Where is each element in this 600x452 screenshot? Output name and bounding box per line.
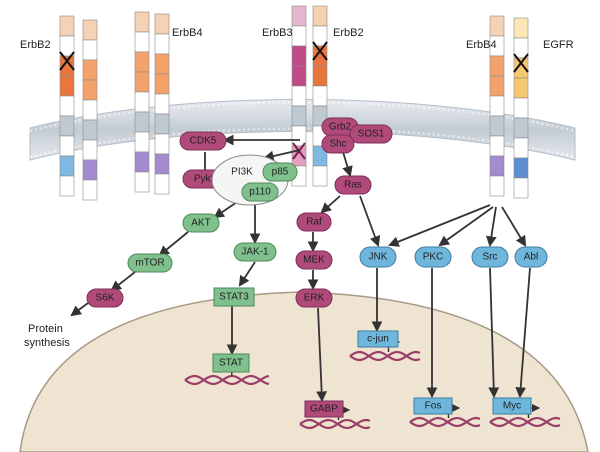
label-egfr-right: EGFR xyxy=(543,39,574,51)
node-jak1: JAK-1 xyxy=(233,242,277,262)
node-s6k: S6K xyxy=(86,288,124,308)
p110-label: p110 xyxy=(249,187,271,198)
arrow-erk-gabp xyxy=(316,307,328,403)
svg-text:STAT3: STAT3 xyxy=(219,292,249,303)
svg-text:Pyk2: Pyk2 xyxy=(194,174,217,185)
label-erbb4-right: ErbB4 xyxy=(466,39,497,51)
svg-text:Raf: Raf xyxy=(306,217,322,228)
svg-text:Src: Src xyxy=(483,252,498,263)
svg-text:GABP: GABP xyxy=(310,404,338,415)
node-src: Src xyxy=(471,246,509,268)
protein-synthesis-line2: synthesis xyxy=(24,337,70,349)
label-erbb3-center: ErbB3 xyxy=(262,27,293,39)
arrows-group xyxy=(70,134,531,403)
arrow-src-myc xyxy=(488,267,500,399)
arrow-to-pi3k xyxy=(262,149,301,162)
svg-text:c-jun: c-jun xyxy=(367,334,389,345)
node-jnk: JNK xyxy=(359,246,397,268)
label-erbb2-left: ErbB2 xyxy=(20,39,51,51)
svg-text:Fos: Fos xyxy=(425,401,442,412)
arrow-shc-ras xyxy=(342,151,353,178)
node-akt: AKT xyxy=(182,213,220,233)
node-ras: Ras xyxy=(334,175,372,195)
node-myc: Myc xyxy=(492,397,532,415)
svg-text:Myc: Myc xyxy=(503,401,521,412)
arrow-receptor-pkc xyxy=(438,206,494,247)
svg-text:Abl: Abl xyxy=(524,252,538,263)
node-pkc: PKC xyxy=(414,246,452,268)
receptor-egfr xyxy=(513,17,529,199)
node-gabp: GABP xyxy=(304,400,344,418)
arrow-receptor-src xyxy=(486,206,497,248)
p85-label: p85 xyxy=(272,167,289,178)
receptor-erbb2-left xyxy=(59,15,75,197)
svg-text:MEK: MEK xyxy=(303,255,325,266)
label-erbb2-center: ErbB2 xyxy=(333,27,364,39)
svg-text:ERK: ERK xyxy=(304,293,325,304)
receptor-erbb4-right xyxy=(489,15,505,197)
node-stat3: STAT3 xyxy=(213,287,255,307)
svg-text:SOS1: SOS1 xyxy=(358,129,385,140)
receptor-erbb4-left-b xyxy=(154,13,170,195)
arrow-ras-jnk xyxy=(359,195,381,248)
svg-text:Grb2: Grb2 xyxy=(329,122,352,133)
nucleus xyxy=(19,291,589,452)
node-cdk5: CDK5 xyxy=(179,131,227,151)
node-cjun: c-jun xyxy=(357,330,399,348)
svg-text:AKT: AKT xyxy=(191,218,210,229)
node-mtor: mTOR xyxy=(127,253,173,273)
node-stat: STAT xyxy=(212,353,250,373)
arrow-abl-myc xyxy=(515,267,531,399)
arrow-receptor-abl xyxy=(501,206,527,247)
node-sos1: SOS1 xyxy=(349,124,393,144)
node-mek: MEK xyxy=(295,250,333,270)
svg-text:JAK-1: JAK-1 xyxy=(241,247,269,258)
pi3k-complex: PI3K p85 p110 xyxy=(211,154,298,206)
receptor-erbb2-left-b xyxy=(82,19,98,201)
node-raf: Raf xyxy=(296,212,332,232)
svg-text:CDK5: CDK5 xyxy=(190,136,217,147)
node-fos: Fos xyxy=(413,397,453,415)
receptor-erbb2-center xyxy=(312,5,328,187)
protein-synthesis-line1: Protein xyxy=(28,323,63,335)
dna-group xyxy=(184,337,561,430)
pi3k-label: PI3K xyxy=(231,167,253,178)
receptor-erbb3 xyxy=(291,5,307,187)
arrow-jak1-stat3 xyxy=(238,261,256,287)
svg-text:Ras: Ras xyxy=(344,180,362,191)
arrow-mtor-s6k xyxy=(110,271,136,292)
svg-text:Shc: Shc xyxy=(329,139,346,150)
node-shc: Shc xyxy=(321,134,355,154)
svg-text:JNK: JNK xyxy=(369,252,388,263)
arrow-receptor-jnk xyxy=(387,204,491,247)
label-erbb4-left: ErbB4 xyxy=(172,27,203,39)
node-abl: Abl xyxy=(514,246,548,268)
arrow-ras-raf xyxy=(320,195,341,214)
node-erk: ERK xyxy=(295,288,333,308)
arrow-s6k-protein xyxy=(70,302,89,317)
svg-text:mTOR: mTOR xyxy=(135,258,164,269)
svg-text:STAT: STAT xyxy=(219,358,243,369)
receptor-erbb4-left xyxy=(134,11,150,193)
arrow-akt-mtor xyxy=(158,231,189,257)
svg-text:PKC: PKC xyxy=(423,252,444,263)
svg-text:S6K: S6K xyxy=(96,293,115,304)
